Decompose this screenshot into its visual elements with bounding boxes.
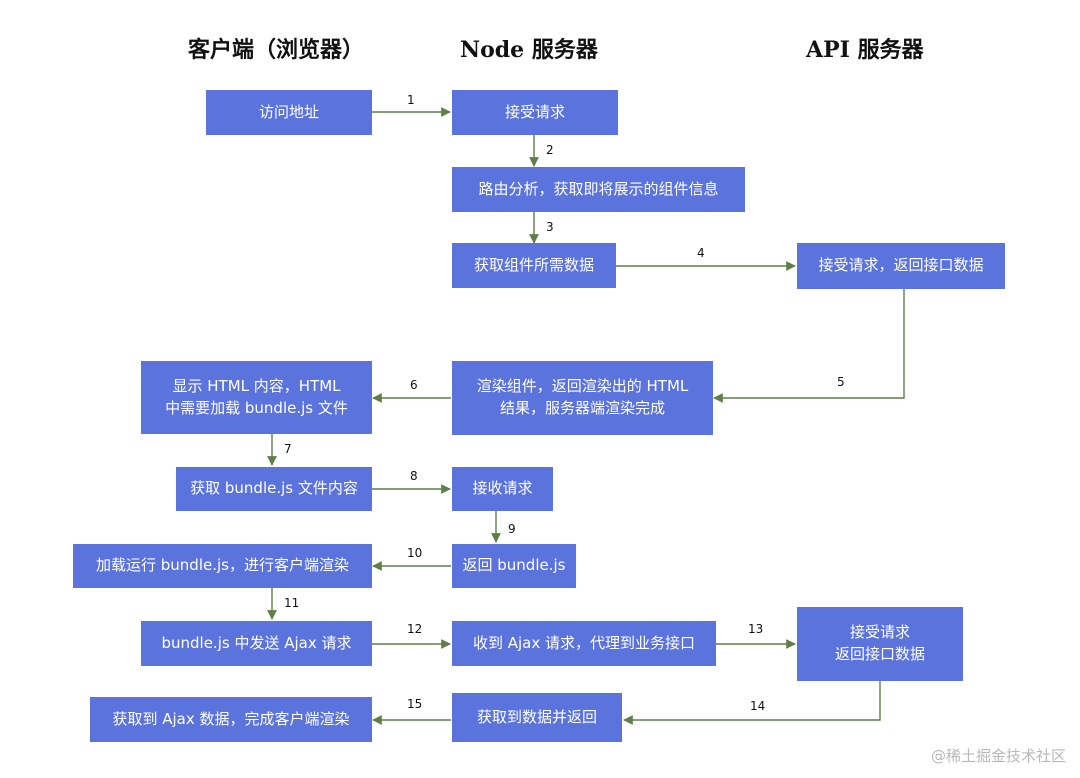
box-api-accept-line-1: 接受请求 — [849, 623, 910, 642]
step-number: 7 — [284, 442, 292, 456]
step-number: 15 — [407, 697, 423, 711]
arrow-5 — [713, 289, 905, 403]
step-number: 13 — [748, 622, 764, 636]
box-api-accept-line-2: 返回接口数据 — [834, 645, 925, 663]
box-return-bundle: 返回 bundle.js — [452, 544, 576, 588]
box-render-line-2: 结果，服务器端渲染完成 — [499, 399, 665, 417]
box-show-html-line-1: 显示 HTML 内容，HTML — [172, 376, 341, 395]
box-route-analysis: 路由分析，获取即将展示的组件信息 — [452, 167, 745, 212]
step-number: 9 — [508, 522, 516, 536]
column-title-node: Node 服务器 — [460, 37, 598, 63]
arrow-14 — [623, 681, 881, 725]
box-get-data-return: 获取到数据并返回 — [452, 693, 622, 742]
box-fetch-component-data: 获取组件所需数据 — [452, 243, 616, 288]
step-number: 4 — [697, 246, 705, 260]
step-number: 6 — [410, 378, 418, 392]
box-api-return-data: 接受请求，返回接口数据 — [797, 243, 1005, 289]
step-number: 2 — [546, 143, 554, 157]
step-number: 11 — [284, 596, 300, 610]
column-title-api: API 服务器 — [806, 37, 924, 63]
step-number: 10 — [407, 546, 423, 560]
box-send-ajax: bundle.js 中发送 Ajax 请求 — [141, 621, 372, 666]
box-accept-request: 接受请求 — [452, 90, 618, 135]
watermark: @稀土掘金技术社区 — [930, 747, 1066, 765]
box-visit-address: 访问地址 — [206, 90, 372, 135]
step-number: 12 — [407, 622, 423, 636]
column-title-client: 客户端（浏览器） — [188, 37, 365, 63]
box-show-html-line-2: 中需要加载 bundle.js 文件 — [165, 398, 348, 417]
box-receive-ajax: 收到 Ajax 请求，代理到业务接口 — [452, 621, 716, 666]
step-number: 8 — [410, 469, 418, 483]
step-number: 14 — [750, 699, 766, 713]
box-get-bundle: 获取 bundle.js 文件内容 — [176, 467, 372, 511]
step-number: 3 — [546, 220, 554, 234]
step-number: 5 — [837, 375, 845, 389]
box-receive-request: 接收请求 — [452, 467, 553, 511]
step-number: 1 — [407, 93, 415, 107]
box-load-run-bundle: 加载运行 bundle.js，进行客户端渲染 — [73, 544, 372, 588]
box-api-accept-return: 接受请求 返回接口数据 — [797, 607, 963, 681]
box-show-html: 显示 HTML 内容，HTML 中需要加载 bundle.js 文件 — [141, 361, 372, 434]
box-render-components: 渲染组件，返回渲染出的 HTML 结果，服务器端渲染完成 — [452, 361, 713, 435]
box-render-line-1: 渲染组件，返回渲染出的 HTML — [476, 377, 689, 396]
box-finish-client-render: 获取到 Ajax 数据，完成客户端渲染 — [90, 697, 372, 742]
